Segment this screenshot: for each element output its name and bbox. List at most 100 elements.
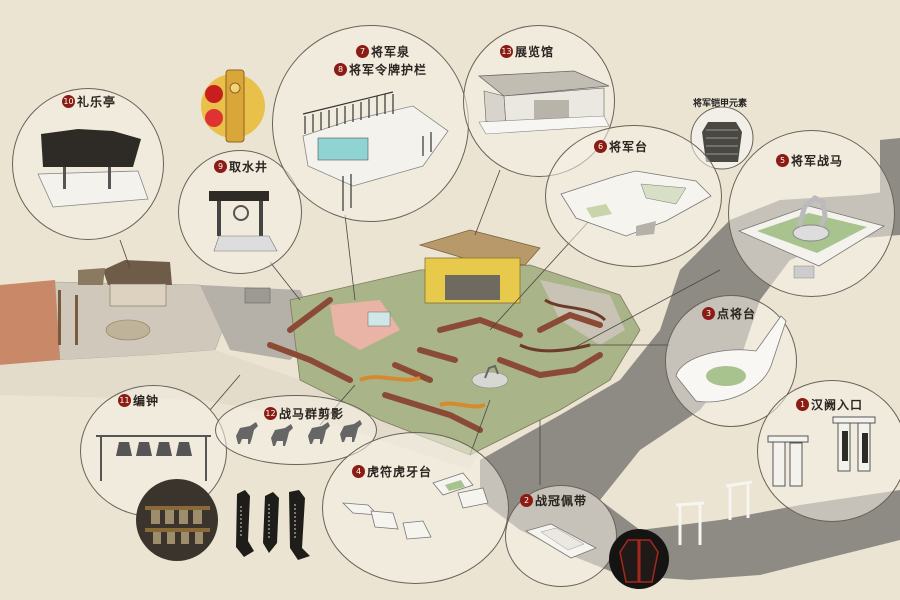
chime-bells-model	[96, 435, 211, 481]
armor-caption: 将军铠甲元素	[693, 99, 748, 109]
chime-bells-photo	[136, 479, 218, 561]
statue	[484, 364, 499, 379]
garden-paving	[540, 280, 625, 345]
command-token	[225, 69, 245, 143]
well-wheel	[233, 205, 249, 221]
label-text-13: 展览馆	[515, 45, 555, 59]
spring-pool	[367, 311, 391, 327]
horse-silhouettes	[236, 420, 362, 446]
bell-frame	[96, 435, 211, 481]
tally-platforms	[341, 472, 489, 540]
garden-walls	[267, 297, 603, 433]
badge-3: 3	[702, 307, 715, 320]
badge-11: 11	[118, 394, 131, 407]
badge-10: 10	[62, 95, 75, 108]
spring-water	[317, 137, 369, 161]
war-crown-model	[524, 523, 597, 559]
bells	[116, 442, 192, 456]
badge-8: 8	[334, 63, 347, 76]
bubble-war-horse	[728, 130, 895, 297]
walkway	[0, 350, 480, 470]
bubble-tiger-tally-platform	[322, 432, 509, 584]
hall-model-roof	[477, 70, 610, 97]
temple-body	[109, 283, 167, 307]
badge-4: 4	[352, 465, 365, 478]
entry-gates	[675, 480, 753, 545]
tiger-tally-photo	[236, 490, 310, 560]
plaza-emblem	[105, 319, 151, 341]
token-photo	[201, 69, 265, 143]
general-spring-model	[302, 91, 449, 211]
pavilion-platform	[37, 170, 149, 208]
general-platform-model	[560, 170, 712, 237]
tiger-tally-right	[289, 490, 310, 560]
command-platform-model	[675, 315, 787, 403]
badge-9: 9	[214, 160, 227, 173]
badge-2: 2	[520, 494, 533, 507]
label-text-1: 汉阙入口	[811, 398, 864, 412]
flag-pole-2	[75, 295, 78, 345]
well-plaza	[200, 285, 320, 360]
armor-photo	[690, 106, 754, 170]
label-text-2: 战冠佩带	[535, 494, 588, 508]
armor	[702, 122, 742, 162]
spring-platform	[302, 105, 449, 187]
orange-wall-arcs	[359, 375, 486, 409]
garden-paths	[519, 298, 607, 353]
label-text-5: 将军战马	[791, 154, 844, 168]
left-plaza	[0, 280, 60, 365]
label-text-4: 虎符虎牙台	[367, 465, 433, 479]
badge-12: 12	[264, 407, 277, 420]
han-gate-model	[767, 416, 876, 487]
well-base	[213, 235, 278, 252]
flag-pole-1	[58, 290, 61, 345]
badge-1: 1	[796, 398, 809, 411]
label-text-3: 点将台	[717, 307, 757, 321]
badge-7: 7	[356, 45, 369, 58]
tiger-tally-platform-model	[341, 472, 489, 540]
label-text-11: 编钟	[133, 394, 160, 408]
label-text-9: 取水井	[229, 160, 269, 174]
label-text-6: 将军台	[609, 140, 649, 154]
horse-silhouettes-model	[236, 420, 362, 446]
well-roof	[209, 191, 269, 201]
statue-base	[471, 371, 509, 389]
exhibition-hall-model	[477, 70, 610, 135]
token-fence	[302, 91, 432, 211]
well-model	[244, 287, 271, 304]
ritual-pavilion-model	[37, 129, 149, 208]
bubble-water-well	[178, 150, 302, 274]
bubble-general-spring	[272, 25, 469, 222]
hall-door	[445, 275, 500, 300]
bubble-general-platform	[545, 125, 722, 267]
label-text-10: 礼乐亭	[77, 95, 117, 109]
label-text-7: 将军泉	[371, 45, 411, 59]
water-well-model	[209, 191, 278, 252]
pavilion-roof	[41, 129, 141, 167]
hall-roof	[418, 229, 541, 266]
tiger-tally-left	[236, 490, 254, 557]
robe-photo	[609, 529, 669, 589]
bubble-han-gate	[757, 380, 900, 522]
badge-6: 6	[594, 140, 607, 153]
platform-lawn	[706, 366, 746, 386]
label-text-8: 将军令牌护栏	[349, 63, 428, 77]
badge-5: 5	[776, 154, 789, 167]
badge-13: 13	[500, 45, 513, 58]
temple-roof	[103, 260, 172, 285]
platform-shell	[675, 315, 787, 403]
bubble-ritual-pavilion	[12, 88, 164, 240]
